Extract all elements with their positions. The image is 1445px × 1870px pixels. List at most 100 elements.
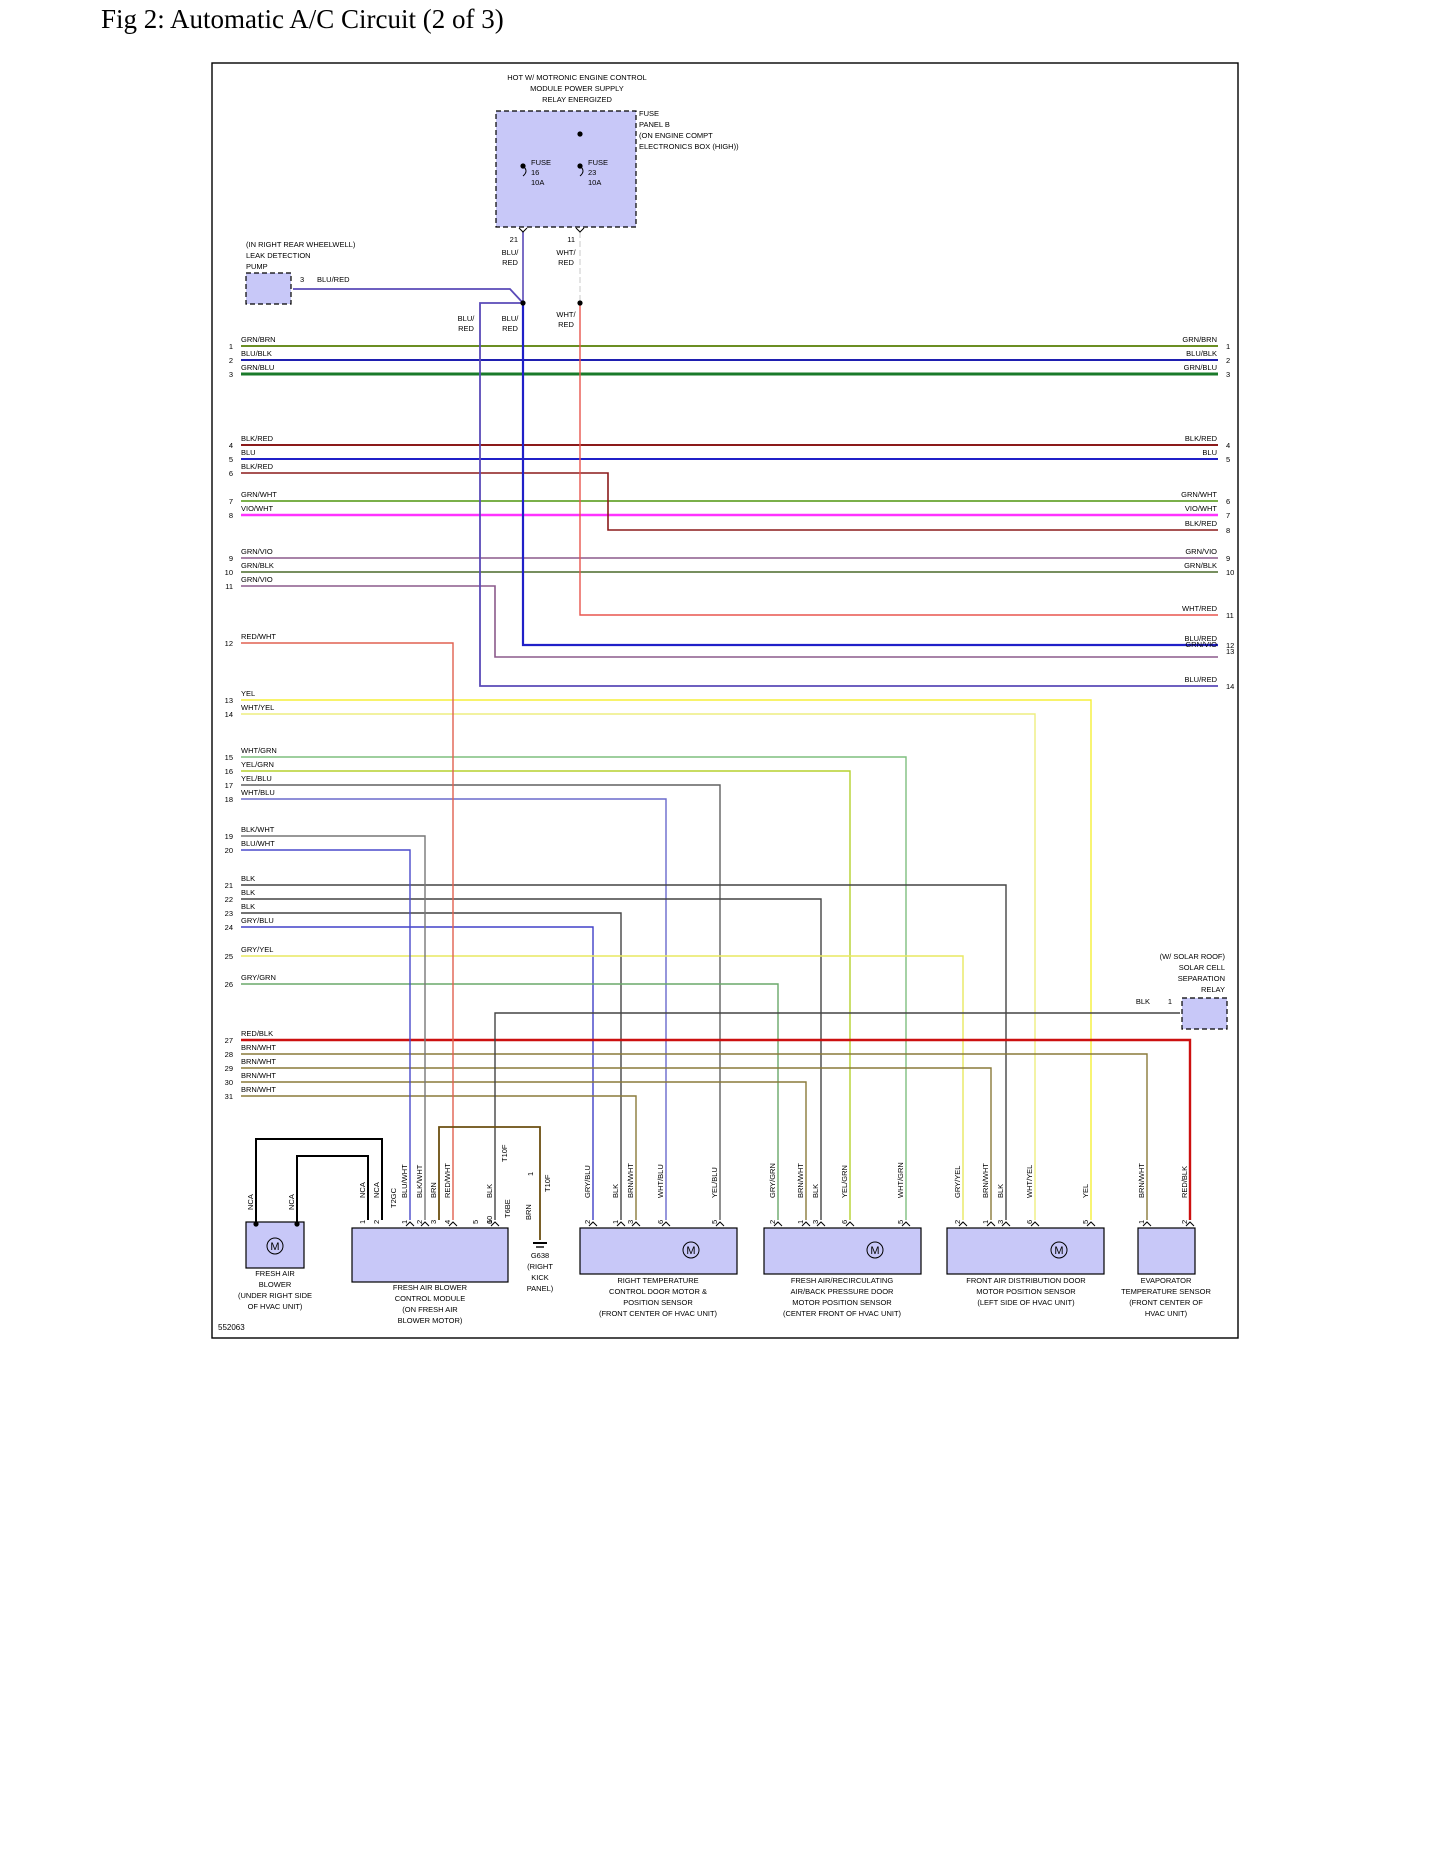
drop-yel-connector (1086, 1221, 1096, 1227)
left-wire-label: GRN/WHT (241, 490, 277, 499)
fresh-air-recirc-door-label: AIR/BACK PRESSURE DOOR (791, 1287, 895, 1296)
front-air-dist-door-pin-num: 2 (953, 1220, 962, 1224)
left-wire-label: VIO/WHT (241, 504, 273, 513)
fresh-air-motor-glyph: M (870, 1245, 879, 1257)
left-wire-number: 12 (225, 639, 233, 648)
right-wire-number: 1 (1226, 342, 1230, 351)
power-supply-label: HOT W/ MOTRONIC ENGINE CONTROL (507, 73, 646, 82)
front-air-dist-door-pin-num: 3 (996, 1220, 1005, 1224)
fresh-air-blower-pin-wire: NCA (287, 1194, 296, 1210)
fuse16-label: FUSE (531, 158, 551, 167)
solar-relay-label: RELAY (1201, 985, 1225, 994)
fuse-bus-node (577, 131, 583, 137)
left-wire-number: 5 (229, 455, 233, 464)
right-temp-door-pin-wire: WHT/BLU (656, 1164, 665, 1198)
leak-detection-pump (245, 272, 292, 305)
fresh-air-recirc-door-pin-wire: YEL/GRN (840, 1165, 849, 1198)
evaporator-temp-sensor-label: (FRONT CENTER OF (1129, 1298, 1203, 1307)
ground-pin: 1 (526, 1172, 535, 1176)
splice-label-2: BLU/ (502, 314, 520, 323)
left-wire-label: BLK/WHT (241, 825, 275, 834)
right-wire-label: BLU/BLK (1186, 349, 1217, 358)
drop-red-blk (241, 1038, 1192, 1220)
drop-gry-blu-connector (588, 1221, 598, 1227)
right-wire-number: 6 (1226, 497, 1230, 506)
left-wire-number: 1 (229, 342, 233, 351)
right-temp-door-pin-wire: YEL/BLU (710, 1167, 719, 1198)
blower-control-module-pin-wire: NCA (358, 1182, 367, 1198)
power-supply-label: MODULE POWER SUPPLY (530, 84, 624, 93)
fresh-air-recirc-door-label: MOTOR POSITION SENSOR (792, 1298, 892, 1307)
right-temp-door-label: RIGHT TEMPERATURE (617, 1276, 698, 1285)
blower-control-module-pin-wire: RED/WHT (443, 1163, 452, 1198)
left-wire-number: 30 (225, 1078, 233, 1087)
fresh-air-blower-label: FRESH AIR (255, 1269, 295, 1278)
drop-blk-22 (241, 912, 622, 1220)
right-wire-label: BLK/RED (1185, 434, 1218, 443)
left-wire-number: 11 (225, 582, 233, 591)
drop-gry-grn (241, 983, 779, 1220)
left-wire-label: BLK/RED (241, 434, 274, 443)
blower-control-module-pin-num: 1 (400, 1220, 409, 1224)
right-wire-label: BLU (1202, 448, 1217, 457)
module-connector-t2gc: T2GC (389, 1187, 398, 1208)
right-wire-number: 3 (1226, 370, 1230, 379)
left-wire-label: WHT/YEL (241, 703, 274, 712)
drop-blk-wht (241, 835, 426, 1220)
leak-pump-wire: BLU/RED (317, 275, 350, 284)
fresh-air-recirc-door-pin-num: 6 (840, 1220, 849, 1224)
left-wire-number: 27 (225, 1036, 233, 1045)
right-wire-label: BLK/RED (1185, 519, 1218, 528)
right-temp-door-label: POSITION SENSOR (623, 1298, 693, 1307)
right-wire-label: BLU/RED (1184, 675, 1217, 684)
fresh-air-recirc-door-pin-wire: WHT/GRN (896, 1162, 905, 1198)
front-air-dist-door-pin-wire: YEL (1081, 1184, 1090, 1198)
left-wire-label: BRN/WHT (241, 1071, 276, 1080)
ground-wire-label: BRN (524, 1204, 533, 1220)
left-wire-label: WHT/GRN (241, 746, 277, 755)
left-wire-number: 7 (229, 497, 233, 506)
front-air-dist-door-pin-wire: BRN/WHT (981, 1163, 990, 1198)
drop-yel-grn (241, 770, 851, 1220)
right-temp-door-label: CONTROL DOOR MOTOR & (609, 1287, 707, 1296)
drop-brn-wht-28-connector (1142, 1221, 1152, 1227)
right-temp-door-pin-wire: BLK (611, 1184, 620, 1198)
left-wire-label: GRN/BLK (241, 561, 274, 570)
left-wire-label: BLU (241, 448, 256, 457)
fresh-air-recirc-door-label: FRESH AIR/RECIRCULATING (791, 1276, 894, 1285)
blower-control-module-pin-wire: BRN (429, 1182, 438, 1198)
fresh-air-recirc-door-pin-num: 1 (796, 1220, 805, 1224)
solar-relay-label: SEPARATION (1178, 974, 1225, 983)
left-wire-label: BLU/WHT (241, 839, 275, 848)
right-wire-label: BLU/RED (1184, 634, 1217, 643)
left-wire-label: BLU/BLK (241, 349, 272, 358)
fresh-air-blower-label: OF HVAC UNIT) (248, 1302, 303, 1311)
left-wire-number: 20 (225, 846, 233, 855)
page-title: Fig 2: Automatic A/C Circuit (2 of 3) (101, 4, 504, 34)
right-wire-number: 14 (1226, 682, 1234, 691)
fuse16-connector (518, 227, 528, 233)
right-wire-number: 12 (1226, 641, 1234, 650)
left-wire-label: BRN/WHT (241, 1057, 276, 1066)
drop-brn-wht-28 (241, 1053, 1148, 1220)
right-temp-door-pin-num: 2 (583, 1220, 592, 1224)
fresh-air-motor (866, 1241, 884, 1259)
fuse23-label: FUSE (588, 158, 608, 167)
evaporator-temp-sensor-label: EVAPORATOR (1141, 1276, 1192, 1285)
blower-control-module-pin-num: 2 (415, 1220, 424, 1224)
wht-red-to-right11 (579, 303, 1218, 616)
blower-control-module-pin-num: 1 (358, 1220, 367, 1224)
left-wire-number: 26 (225, 980, 233, 989)
evaporator-temp-sensor-label: TEMPERATURE SENSOR (1121, 1287, 1211, 1296)
right-temp-door-pin-wire: BRN/WHT (626, 1163, 635, 1198)
solar-relay-blk (494, 1012, 1180, 1220)
front-air-dist-door-pin-wire: WHT/YEL (1025, 1165, 1034, 1198)
left-wire-label: YEL (241, 689, 255, 698)
front-air-dist-door-label: FRONT AIR DISTRIBUTION DOOR (966, 1276, 1086, 1285)
fuse-panel-b (495, 110, 637, 228)
right-wire-label: GRN/BRN (1182, 335, 1217, 344)
fuse-panel-label: FUSE (639, 109, 659, 118)
right-temp-door-pin-num: 1 (611, 1220, 620, 1224)
left-wire-label: RED/WHT (241, 632, 276, 641)
drop-blk-wht-connector (420, 1221, 430, 1227)
